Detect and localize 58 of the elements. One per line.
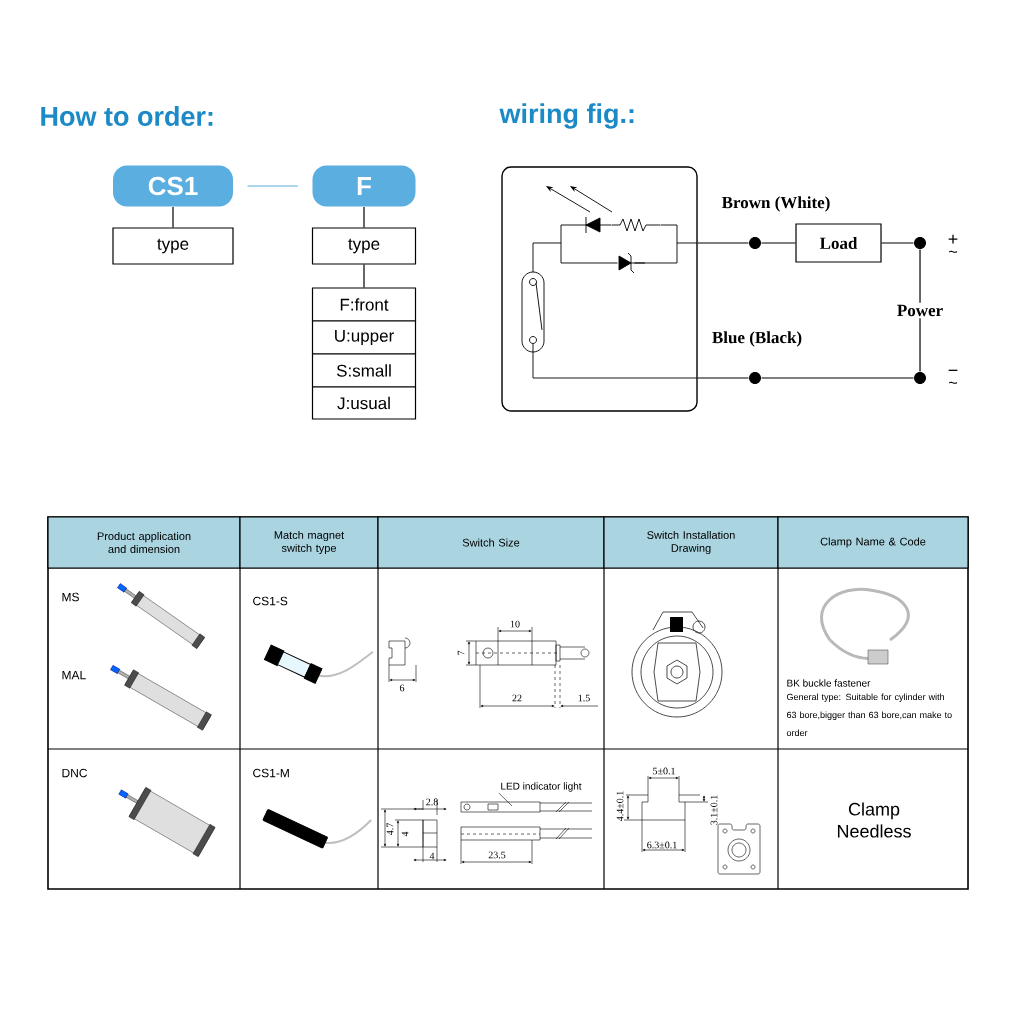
dimension-text: 22 <box>512 694 522 702</box>
cell-text: MS <box>62 592 79 602</box>
cell-text: CS1-M <box>253 768 289 778</box>
cell-text: CS1-S <box>253 596 288 606</box>
callout-text: LED indicator light <box>501 782 582 792</box>
connector-line <box>246 185 299 187</box>
switch-housing-box <box>501 166 698 412</box>
edge-label: Power <box>894 302 946 319</box>
dimension-text: 7 <box>457 650 465 655</box>
dimension-text: 4 <box>429 852 435 860</box>
polarity-sign: ~ <box>949 250 957 253</box>
cell-text: BK buckle fastener <box>787 679 871 687</box>
option-box: type <box>112 227 234 265</box>
cell-text: Clamp Needless <box>837 802 911 838</box>
table-header-cell: Product application and dimension <box>47 516 241 569</box>
code-pill: F <box>312 165 416 207</box>
cell-text: DNC <box>62 768 88 778</box>
dimension-text: 4.4±0.1 <box>616 791 624 822</box>
dimension-text: 6.3±0.1 <box>647 841 677 849</box>
connector-line <box>919 248 921 373</box>
polarity-sign: + <box>948 234 958 244</box>
connector-line <box>363 264 365 288</box>
connector-line <box>760 377 915 379</box>
connector-line <box>172 206 174 228</box>
wire-label: Brown (White) <box>721 196 830 212</box>
dimension-text: 1.5 <box>578 694 590 702</box>
connector-line <box>363 206 365 228</box>
table-header-cell: Switch Size <box>377 516 605 569</box>
option-box: type <box>311 227 417 265</box>
dimension-text: 6 <box>399 684 405 692</box>
dimension-text: 23.5 <box>488 851 506 859</box>
load-box: Load <box>795 223 882 263</box>
option-box: F:front <box>311 287 417 322</box>
heading: wiring fig.: <box>499 103 634 129</box>
dimension-text: 5±0.1 <box>653 767 675 775</box>
cell-paragraph: General type: Suitable for cylinder with 63 bore,bigger than 63 bore,can make to order <box>786 693 952 737</box>
dimension-text: 10 <box>510 620 520 628</box>
leader-line <box>498 792 513 807</box>
dimension-text: 3.1±0.1 <box>710 795 718 825</box>
code-pill: CS1 <box>113 165 233 207</box>
option-box: S:small <box>311 353 417 388</box>
connector-line <box>697 242 750 244</box>
connector-line <box>881 242 915 244</box>
option-box: J:usual <box>311 386 417 420</box>
heading: How to order: <box>41 106 213 126</box>
table-header-cell: Match magnet switch type <box>239 516 379 569</box>
cell-text: MAL <box>62 670 86 680</box>
table-header-cell: Clamp Name & Code <box>777 516 969 569</box>
option-box: U:upper <box>311 320 417 355</box>
polarity-sign: ~ <box>949 381 957 384</box>
wire-label: Blue (Black) <box>712 331 802 347</box>
dimension-text: 4 <box>401 831 409 837</box>
table-header-cell: Switch Installation Drawing <box>603 516 779 569</box>
connector-line <box>697 377 750 379</box>
connector-line <box>760 242 796 244</box>
dimension-text: 2.8 <box>426 798 438 806</box>
polarity-sign: − <box>948 369 958 371</box>
dimension-text: 4.7 <box>386 823 394 836</box>
